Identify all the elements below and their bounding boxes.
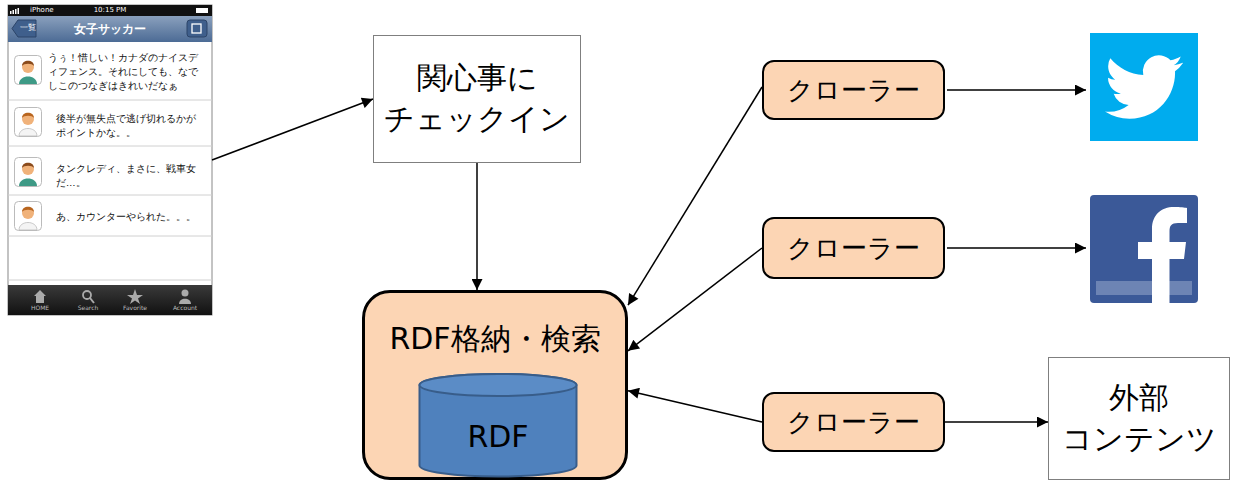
twitter-bird [1105,55,1183,118]
crawler-box: クローラー [762,217,945,279]
row-separators [8,100,212,280]
leader-arrows [947,90,1086,248]
nav-bar [8,16,212,42]
connector-arrow [212,99,373,160]
connector-arrow [476,163,478,290]
facebook-tile [1090,195,1198,303]
phone-illustration [8,5,212,315]
signal-icon [10,8,19,14]
phone-frame [8,5,212,315]
connector-arrow [945,421,1048,423]
screen-text: 一覧 [18,23,38,33]
node-label: クローラー [787,231,920,266]
connector-arrow [628,248,762,351]
compose-button [187,20,207,37]
twitter-tile [1090,33,1198,141]
screen-text: 後半が無失点で逃げ切れるかがポイントかな。。 [56,112,200,140]
node-label: クローラー [787,73,920,108]
crawler-box: クローラー [762,60,945,120]
avatar [15,56,42,85]
node-label: RDF格納・検索 [375,319,615,360]
database-cylinder: RDF [418,373,578,478]
store-box: RDF RDF格納・検索 [362,290,628,480]
avatar [15,158,42,187]
tab-bar [8,285,212,315]
phone-screen: iPhone10:15 PM 一覧女子サッカーうぅ！惜しい！カナダのナイスディフェ… [8,5,212,315]
node-label: 外部 コンテンツ [1061,378,1217,460]
arrow-to-twitter [947,89,1086,91]
screen-text: あ、カウンターやられた。。。 [56,210,200,224]
connector-arrow [628,87,762,305]
screen-text: タンクレディ、まさに、戦車女だ…。 [56,162,200,190]
node-label: RDF [467,419,528,454]
screen-text: 女子サッカー [42,22,178,36]
process-box: 関心事に チェックイン [373,35,581,163]
avatar [15,108,42,137]
node-label: クローラー [787,405,920,440]
avatar [15,202,42,231]
arrow-to-facebook [947,247,1086,249]
facebook-f [1138,207,1187,303]
screen-text: 10:15 PM [8,6,212,14]
battery-icon [196,8,208,13]
screen-text: HOME [20,304,60,311]
tab-icons [34,289,191,304]
cylinder-body [420,374,577,477]
screen-text: iPhone [30,6,54,14]
crawler-box: クローラー [762,392,945,452]
facebook-band [1096,281,1192,295]
screen-text: Favorite [115,304,155,311]
facebook-logo [1090,195,1198,303]
node-label: 関心事に チェックイン [384,58,570,140]
status-bar [8,5,212,16]
connectors [212,87,1048,422]
content-box: 外部 コンテンツ [1048,357,1230,480]
screen-text: うぅ！惜しい！カナダのナイスディフェンス。それにしても、なでしこのつなぎはきれい… [48,51,200,92]
twitter-logo [1090,33,1198,141]
screen-text: Account [165,304,205,311]
connector-arrow [628,391,762,422]
screen-text: Search [68,304,108,311]
compose-icon [192,24,201,33]
cylinder-top [420,374,577,396]
